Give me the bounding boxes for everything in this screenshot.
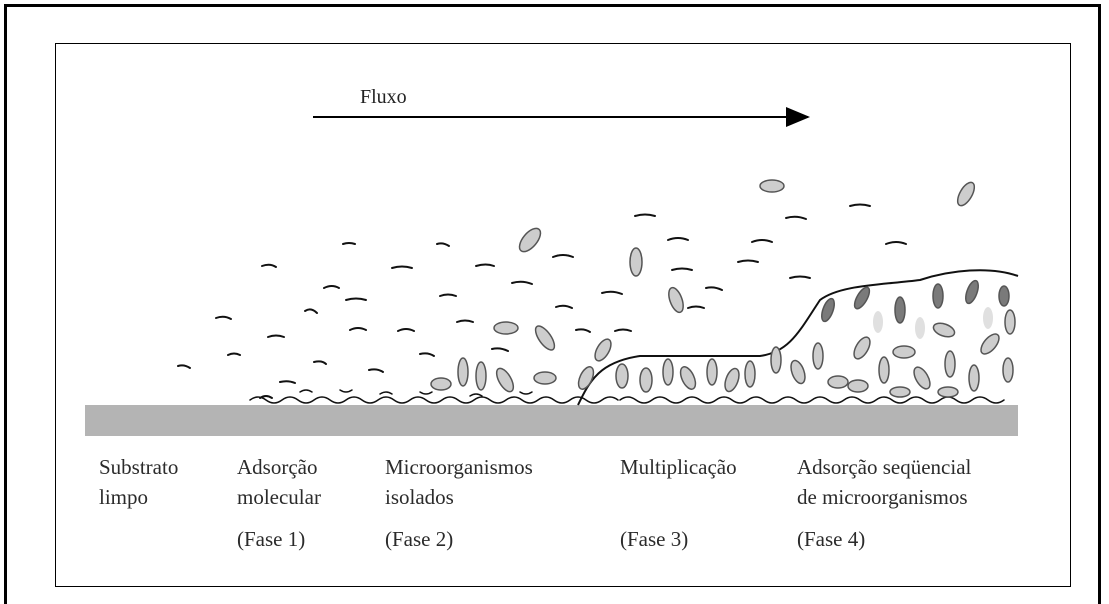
cell (534, 372, 556, 384)
cell (431, 378, 451, 390)
stage-phase: (Fase 3) (620, 524, 737, 554)
stage-phase: (Fase 2) (385, 524, 533, 554)
cell (954, 180, 977, 209)
cell-dark (933, 284, 943, 308)
cell (978, 331, 1003, 357)
cell (851, 335, 873, 362)
cell (969, 365, 979, 391)
stage-phase: (Fase 1) (237, 524, 321, 554)
cell-pale (915, 317, 925, 339)
cell (771, 347, 781, 373)
stage-phase: (Fase 4) (797, 524, 971, 554)
cell (1003, 358, 1013, 382)
stage-title-line1: Substrato (99, 452, 178, 482)
cell (630, 248, 642, 276)
cells (431, 180, 1015, 397)
cell (640, 368, 652, 392)
stage-label-phase3: Multiplicação (Fase 3) (620, 452, 737, 554)
stage-title-line2: limpo (99, 482, 178, 512)
cell-dark (852, 285, 873, 311)
cell (1005, 310, 1015, 334)
cell (911, 365, 933, 392)
stage-title-line2: de microorganismos (797, 482, 971, 512)
stage-title-line1: Multiplicação (620, 452, 737, 482)
cell (532, 323, 558, 353)
stage-title-line1: Adsorção seqüencial (797, 452, 971, 482)
stage-title-line1: Adsorção (237, 452, 321, 482)
stage-label-phase4: Adsorção seqüencial de microorganismos (… (797, 452, 971, 554)
cell (932, 321, 957, 340)
cell (493, 366, 516, 395)
cell (516, 225, 545, 255)
cell (476, 362, 486, 390)
cell (458, 358, 468, 386)
cell (848, 380, 868, 392)
cell (945, 351, 955, 377)
cell (745, 361, 755, 387)
cell (828, 376, 848, 388)
cell (879, 357, 889, 383)
cell (666, 286, 686, 315)
stage-label-substrate: Substrato limpo (99, 452, 178, 512)
stage-title-line1: Microorganismos (385, 452, 533, 482)
stage-label-phase1: Adsorção molecular (Fase 1) (237, 452, 321, 554)
cell-dark (999, 286, 1009, 306)
cell (494, 322, 518, 334)
cell (663, 359, 673, 385)
stage-label-phase2: Microorganismos isolados (Fase 2) (385, 452, 533, 554)
cell (890, 387, 910, 397)
cell-pale (983, 307, 993, 329)
cell-dark (819, 297, 837, 323)
cell (592, 337, 614, 364)
stage-title-line2: molecular (237, 482, 321, 512)
stage-title-line2: isolados (385, 482, 533, 512)
cell (760, 180, 784, 192)
cell (813, 343, 823, 369)
flow-label: Fluxo (360, 86, 407, 108)
cell-dark (895, 297, 905, 323)
cell (893, 346, 915, 358)
cell (722, 367, 741, 394)
cell-dark (963, 279, 981, 305)
cell (788, 359, 807, 386)
cell (938, 387, 958, 397)
cell (707, 359, 717, 385)
cell (616, 364, 628, 388)
cell (677, 365, 698, 392)
cell-pale (873, 311, 883, 333)
substrate-bar (85, 405, 1018, 436)
